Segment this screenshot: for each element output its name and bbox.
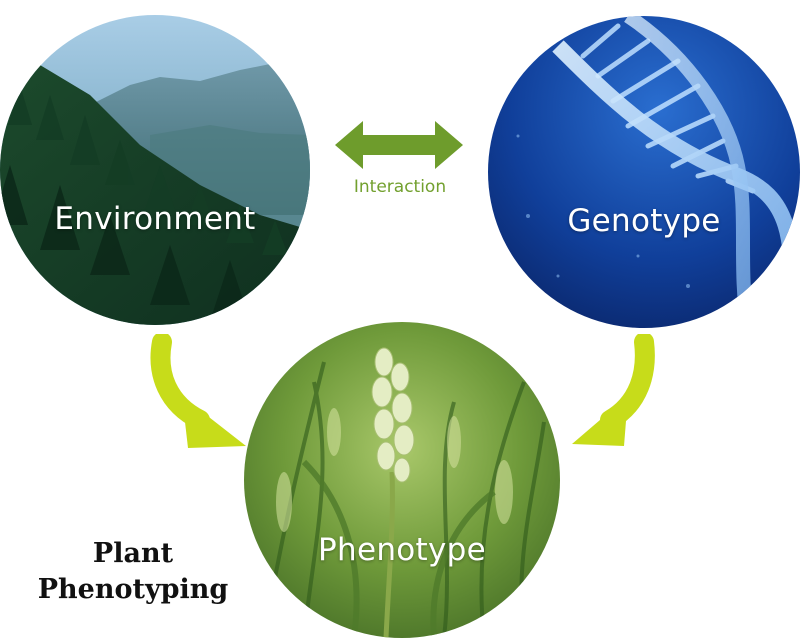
title-line-2: Phenotyping — [37, 574, 229, 605]
environment-label: Environment — [54, 201, 256, 237]
interaction-label: Interaction — [353, 177, 447, 197]
interaction-double-arrow-icon — [335, 121, 463, 169]
forest-image — [0, 15, 310, 325]
diagram-title: Plant Phenotyping — [18, 536, 248, 608]
genotype-node: Genotype — [488, 16, 800, 328]
phenotype-label: Phenotype — [318, 532, 486, 568]
environment-to-phenotype-arrow-icon — [150, 334, 246, 448]
genotype-to-phenotype-arrow-icon — [572, 334, 655, 446]
title-line-1: Plant — [92, 538, 174, 569]
environment-node: Environment — [0, 15, 310, 325]
dna-helix-image — [488, 16, 800, 328]
genotype-label: Genotype — [567, 203, 721, 239]
phenotype-node: Phenotype — [244, 322, 560, 638]
wheat-field-image — [244, 322, 560, 638]
